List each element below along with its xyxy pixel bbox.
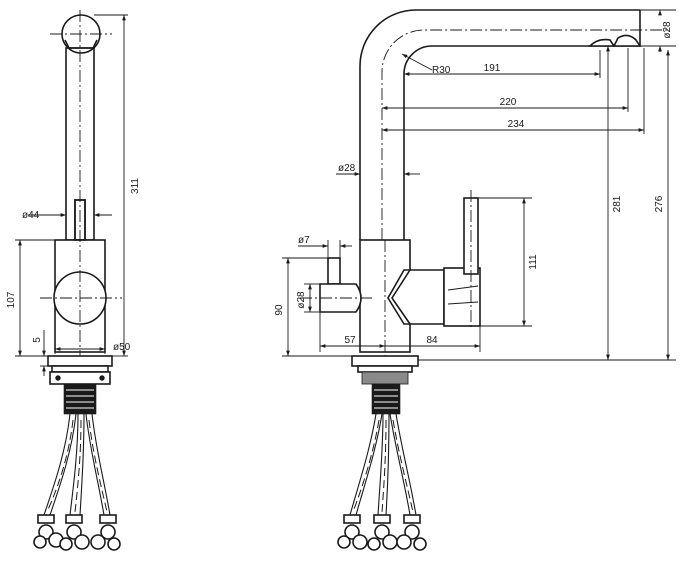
dim-top-d28: ø28 <box>662 21 673 39</box>
front-view: 311 ø44 107 5 ø50 <box>6 10 141 551</box>
front-threaded-shank <box>63 383 97 415</box>
dim-84: 84 <box>426 335 438 346</box>
dim-191: 191 <box>484 63 501 74</box>
spout-centerline <box>381 29 668 240</box>
dim-276: 276 <box>654 195 665 212</box>
dim-311: 311 <box>130 178 141 194</box>
front-base-ring <box>47 355 113 367</box>
side-nut <box>361 371 409 385</box>
aerator-left <box>588 38 616 47</box>
front-washer <box>51 365 109 373</box>
side-base-ring <box>351 355 419 367</box>
dim-d7: ø7 <box>298 235 310 246</box>
dim-5: 5 <box>32 337 43 343</box>
dim-281: 281 <box>612 195 623 212</box>
dim-234: 234 <box>508 119 525 130</box>
front-hoses <box>33 413 121 551</box>
dim-side-d28: ø28 <box>296 291 307 309</box>
side-view: ø28 R30 191 220 234 ø28 ø7 90 <box>274 9 676 551</box>
side-threaded-shank <box>371 383 401 415</box>
side-lever-base <box>443 267 481 327</box>
aerator-right <box>612 34 642 47</box>
dim-tube-d28: ø28 <box>338 163 356 174</box>
dim-d50: ø50 <box>113 342 131 353</box>
dim-111: 111 <box>528 254 539 270</box>
spout-neck <box>64 39 98 49</box>
side-small-lever <box>327 257 341 285</box>
dim-90: 90 <box>274 304 285 316</box>
dim-57: 57 <box>344 335 356 346</box>
dim-d44: ø44 <box>22 210 40 221</box>
side-hoses <box>337 413 427 551</box>
dim-107: 107 <box>6 291 17 308</box>
side-washer <box>357 365 413 373</box>
spout-outer-contour <box>359 9 640 240</box>
dim-r30: R30 <box>432 65 451 76</box>
dim-220: 220 <box>500 97 517 108</box>
